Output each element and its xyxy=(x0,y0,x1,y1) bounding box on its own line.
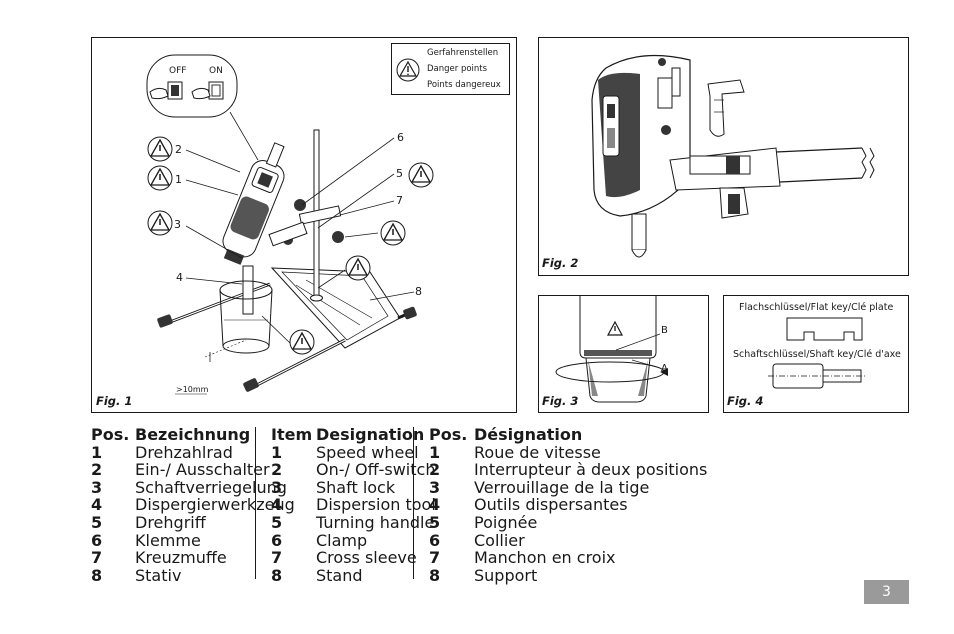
switch-off-label: OFF xyxy=(169,66,187,76)
callout-8: 8 xyxy=(415,285,422,298)
marker-b: B xyxy=(661,325,668,336)
callout-2: 2 xyxy=(175,143,182,156)
shaft-key-label: Schaftschlüssel/Shaft key/Clé d'axe xyxy=(733,349,901,360)
callout-3: 3 xyxy=(174,218,181,231)
warning-triangle-icon xyxy=(396,58,420,82)
figure-2-label: Fig. 2 xyxy=(542,256,579,270)
warning-triangle-icon xyxy=(408,162,434,188)
column-divider xyxy=(255,427,256,579)
warning-triangle-icon xyxy=(147,136,173,162)
warning-triangle-icon xyxy=(147,165,173,191)
switch-on-label: ON xyxy=(209,66,223,76)
warning-triangle-icon xyxy=(289,329,315,355)
warning-triangle-icon xyxy=(606,320,624,336)
figure-4-label: Fig. 4 xyxy=(727,394,764,408)
flat-key-label: Flachschlüssel/Flat key/Clé plate xyxy=(739,302,894,313)
warning-triangle-icon xyxy=(380,220,406,246)
figure-1-label: Fig. 1 xyxy=(96,394,133,408)
legend-line-en: Danger points xyxy=(427,64,488,74)
column-divider xyxy=(413,427,414,579)
callout-5: 5 xyxy=(396,167,403,180)
callout-1: 1 xyxy=(175,173,182,186)
page-number: 3 xyxy=(864,580,909,604)
warning-triangle-icon xyxy=(147,210,173,236)
callout-4: 4 xyxy=(176,271,183,284)
warning-triangle-icon xyxy=(345,255,371,281)
table-header: Pos.Bezeichnung xyxy=(91,425,251,444)
figure-4-panel xyxy=(723,295,909,413)
figure-3-label: Fig. 3 xyxy=(542,394,579,408)
table-header: Pos.Désignation xyxy=(429,425,583,444)
marker-a: A xyxy=(661,363,668,374)
legend-line-de: Gerfahrenstellen xyxy=(427,48,499,58)
callout-7: 7 xyxy=(396,194,403,207)
callout-6: 6 xyxy=(397,131,404,144)
immersion-depth-note: >10mm xyxy=(176,385,209,394)
danger-points-legend: Gerfahrenstellen Danger points Points da… xyxy=(391,43,510,95)
legend-line-fr: Points dangereux xyxy=(427,80,501,90)
